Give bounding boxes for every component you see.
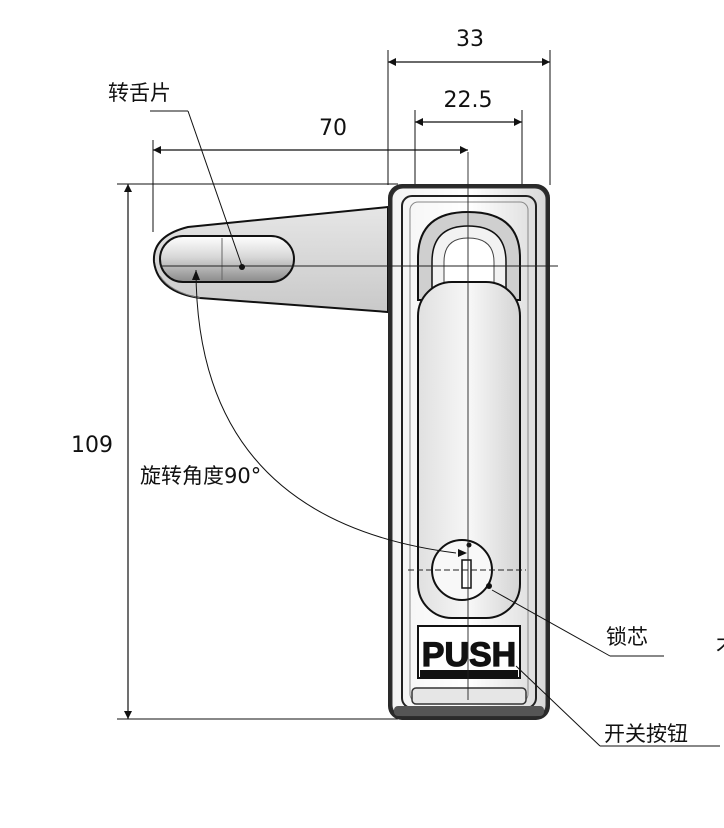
switch-button: PUSH [411,625,527,705]
label-switch-button: 开关按钮 [515,665,720,747]
dimension-overall-width-label: 33 [456,27,484,52]
label-switch-button-text: 开关按钮 [604,722,688,746]
dimension-height-label: 109 [71,433,113,458]
base-plate [394,706,544,716]
dimension-inner-width-label: 22.5 [444,88,493,113]
label-tongue-text: 转舌片 [108,81,171,105]
label-rotation: 旋转角度90° [140,464,261,488]
label-edge-fragment: 才 [716,633,724,657]
push-text: PUSH [422,636,516,674]
paddle [417,281,521,619]
centerlines [160,152,558,700]
dimension-overall-width: 33 [387,27,551,185]
label-lock-core: 锁芯 [491,589,664,657]
label-tongue: 转舌片 [108,81,245,270]
tongue-grip [159,235,295,283]
dimension-height: 109 [71,183,398,720]
dimension-handle-reach-label: 70 [319,116,347,141]
label-lock-core-text: 锁芯 [606,625,648,649]
dimension-inner-width: 22.5 [414,88,523,190]
handle-arm [152,205,389,314]
rotation-arc [195,269,457,554]
dimension-handle-reach: 70 [152,116,468,232]
